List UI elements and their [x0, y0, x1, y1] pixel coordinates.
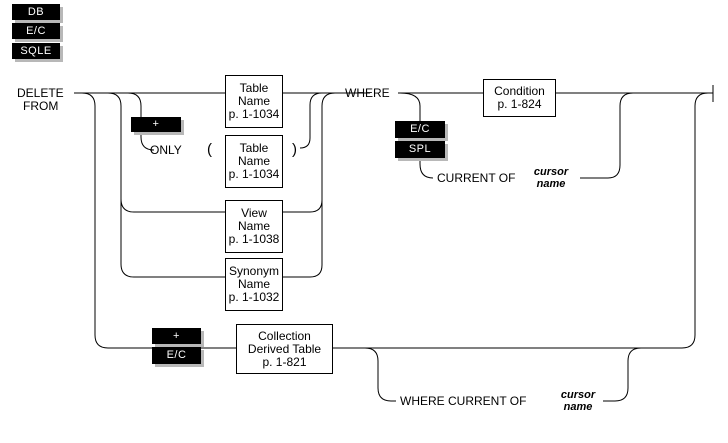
view-exit	[283, 199, 323, 213]
product-badge-sqle: SQLE	[12, 43, 60, 59]
box-line: Synonym	[228, 264, 280, 278]
box-line: Collection	[258, 328, 311, 343]
branch-only	[127, 92, 142, 117]
box-line: Name	[237, 277, 270, 291]
box-ref: p. 1-824	[497, 97, 542, 111]
keyword-only: ONLY	[150, 143, 182, 157]
box-ref: p. 1-1032	[228, 290, 280, 304]
collection-derived-table-box: Collection Derived Table p. 1-821	[236, 324, 333, 374]
box-line: Name	[237, 154, 270, 168]
keyword-where-current-of: WHERE CURRENT OF	[400, 394, 527, 408]
keyword-delete: DELETE	[17, 86, 64, 100]
keyword-current-of: CURRENT OF	[437, 171, 516, 185]
collection-exit	[333, 92, 709, 349]
box-line: Name	[237, 94, 270, 108]
branch-view	[120, 198, 225, 213]
box-line: Name	[237, 219, 270, 233]
box-line: Derived Table	[247, 341, 322, 356]
variable-line: cursor	[533, 166, 569, 178]
box-ref: p. 1-1034	[228, 107, 280, 121]
keyword-where: WHERE	[345, 86, 390, 100]
where-branch	[399, 92, 421, 121]
box-line: View	[241, 206, 267, 220]
where-ec-badge: E/C	[395, 121, 445, 138]
synonym-name-box: Synonym Name p. 1-1032	[225, 258, 283, 311]
variable-line: name	[536, 178, 566, 190]
only-table-name-box: Table Name p. 1-1034	[225, 135, 283, 188]
only-plus-badge: +	[131, 117, 181, 132]
cursor-name-variable: cursor name	[528, 166, 574, 190]
box-ref: p. 1-821	[262, 354, 307, 369]
view-name-box: View Name p. 1-1038	[225, 200, 283, 253]
collection-plus-badge: +	[152, 328, 201, 344]
table-name-box: Table Name p. 1-1034	[225, 75, 283, 128]
branch-view-synonym	[107, 92, 225, 278]
keyword-from: FROM	[23, 99, 59, 113]
only-exit	[299, 92, 323, 149]
current-of-branch	[419, 158, 434, 179]
variable-line: cursor	[560, 389, 596, 401]
box-line: Table	[239, 141, 269, 155]
open-paren: (	[207, 141, 212, 158]
box-ref: p. 1-1038	[228, 232, 280, 246]
box-line: Table	[239, 81, 269, 95]
box-ref: p. 1-1034	[228, 167, 280, 181]
cursor-name-variable-2: cursor name	[555, 389, 601, 413]
condition-box: Condition p. 1-824	[483, 79, 556, 117]
branch-collection	[81, 92, 152, 349]
box-line: Condition	[494, 84, 545, 98]
where-current-branch	[364, 347, 396, 402]
synonym-exit	[283, 92, 336, 278]
where-spl-badge: SPL	[395, 141, 445, 158]
variable-line: name	[563, 401, 593, 413]
cursor-name-exit	[580, 92, 634, 179]
where-current-exit	[603, 347, 642, 402]
product-badge-ec: E/C	[12, 23, 60, 39]
collection-ec-badge: E/C	[152, 347, 201, 364]
close-paren: )	[292, 141, 297, 158]
product-badge-db: DB	[12, 4, 60, 20]
branch-only-lower	[140, 132, 155, 151]
